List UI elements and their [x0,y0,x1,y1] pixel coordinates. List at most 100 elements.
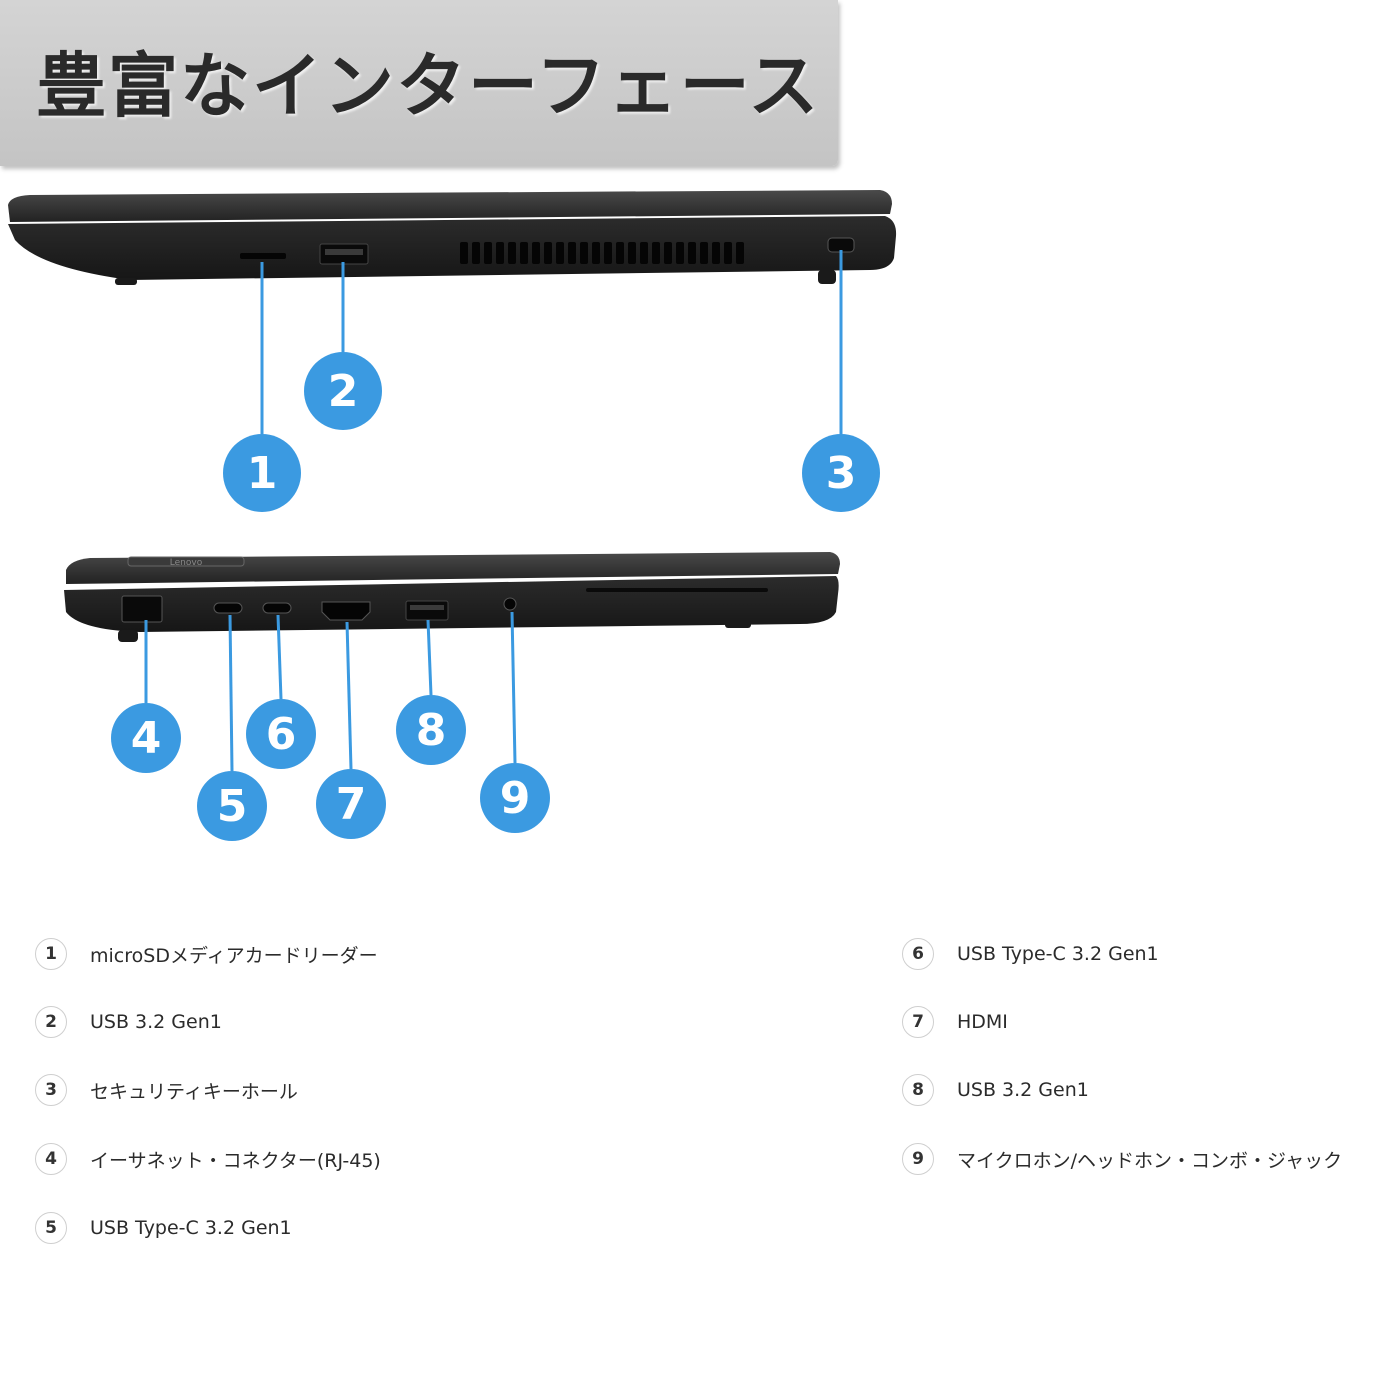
legend-item: 3 セキュリティキーホール [35,1072,298,1108]
smartcard-slot [586,588,768,592]
cooling-vents [460,242,744,264]
laptop-foot [818,270,836,284]
callout-circle [111,703,181,773]
callout-line [426,619,433,696]
callout-circle [316,769,386,839]
vent-slot [640,242,648,264]
legend-label: マイクロホン/ヘッドホン・コンボ・ジャック [957,1149,1343,1172]
vent-slot [496,242,504,264]
usb-a-port-tongue [325,249,363,255]
callout-marker: 2 [304,352,382,430]
lenovo-logo [127,556,245,567]
callout-marker: 9 [480,763,550,833]
legend-number: 1 [35,938,67,970]
vent-slot [508,242,516,264]
usb-c-port [213,602,243,614]
vent-slot [736,242,744,264]
callout-marker: 8 [396,695,466,765]
legend-item: 7 HDMI [902,1004,1008,1040]
legend-number: 8 [902,1074,934,1106]
callout-marker: 5 [197,771,267,841]
callout-circle [480,763,550,833]
callout-marker: 1 [223,434,301,512]
laptop-foot [115,278,137,285]
vent-slot [556,242,564,264]
callout-line [345,621,353,770]
legend-number: 5 [35,1212,67,1244]
legend-number: 4 [35,1143,67,1175]
legend-label: microSDメディアカードリーダー [90,944,378,967]
laptop-foot [725,620,751,628]
vent-slot [652,242,660,264]
callout-circle [246,699,316,769]
audio-jack [503,597,517,611]
legend-number: 3 [35,1074,67,1106]
vent-slot [664,242,672,264]
callout-number: 2 [328,366,359,417]
callout-line [510,611,517,764]
callout-circle [396,695,466,765]
vent-slot [520,242,528,264]
vent-slot [544,242,552,264]
legend-number: 2 [35,1006,67,1038]
usb-c-port [262,602,292,614]
vent-slot [568,242,576,264]
callout-marker: 7 [316,769,386,839]
callout-circle [802,434,880,512]
legend-item: 4 イーサネット・コネクター(RJ-45) [35,1141,381,1177]
legend-item: 5 USB Type-C 3.2 Gen1 [35,1210,292,1246]
callout-line [228,614,234,772]
laptop-right-side [8,190,897,285]
legend-label: イーサネット・コネクター(RJ-45) [90,1149,381,1172]
legend-label: USB 3.2 Gen1 [957,1079,1089,1101]
legend-label: USB Type-C 3.2 Gen1 [90,1217,292,1239]
vent-slot [580,242,588,264]
callout-marker: 3 [802,434,880,512]
vent-slot [712,242,720,264]
laptop-lid [8,190,892,222]
legend-item: 9 マイクロホン/ヘッドホン・コンボ・ジャック [902,1141,1342,1177]
callout-number: 8 [416,705,447,756]
vent-slot [676,242,684,264]
title-banner: 豊富なインターフェース [0,0,838,166]
callout-circle [197,771,267,841]
security-lock-slot [827,237,855,253]
legend-number: 6 [902,938,934,970]
callout-number: 4 [131,713,162,764]
callout-number: 9 [500,773,531,824]
legend-label: USB 3.2 Gen1 [90,1011,222,1033]
callout-marker: 4 [111,703,181,773]
vent-slot [724,242,732,264]
callout-number: 7 [336,779,367,830]
callout-number: 5 [217,781,248,832]
usb-a-port [405,600,449,621]
callout-number: 6 [266,709,297,760]
vent-slot [472,242,480,264]
legend-label: セキュリティキーホール [90,1080,298,1103]
legend-item: 2 USB 3.2 Gen1 [35,1004,222,1040]
ethernet-port [121,595,163,623]
vent-slot [460,242,468,264]
legend-label: HDMI [957,1011,1008,1033]
laptop-lid [66,552,840,584]
usb-a-port-tongue [410,605,444,610]
callout-number: 3 [826,448,857,499]
vent-slot [688,242,696,264]
vent-slot [616,242,624,264]
legend-number: 9 [902,1143,934,1175]
laptop-base [8,216,897,280]
lenovo-logo-text: Lenovo [170,558,203,568]
page-title: 豊富なインターフェース [36,45,821,127]
callout-circle [304,352,382,430]
legend-item: 1 microSDメディアカードリーダー [35,936,378,972]
legend-item: 8 USB 3.2 Gen1 [902,1072,1089,1108]
legend-number: 7 [902,1006,934,1038]
laptop-base [64,576,839,632]
callout-circle [223,434,301,512]
callout-marker: 6 [246,699,316,769]
vent-slot [484,242,492,264]
callout-number: 1 [247,448,278,499]
microsd-slot [240,253,286,259]
